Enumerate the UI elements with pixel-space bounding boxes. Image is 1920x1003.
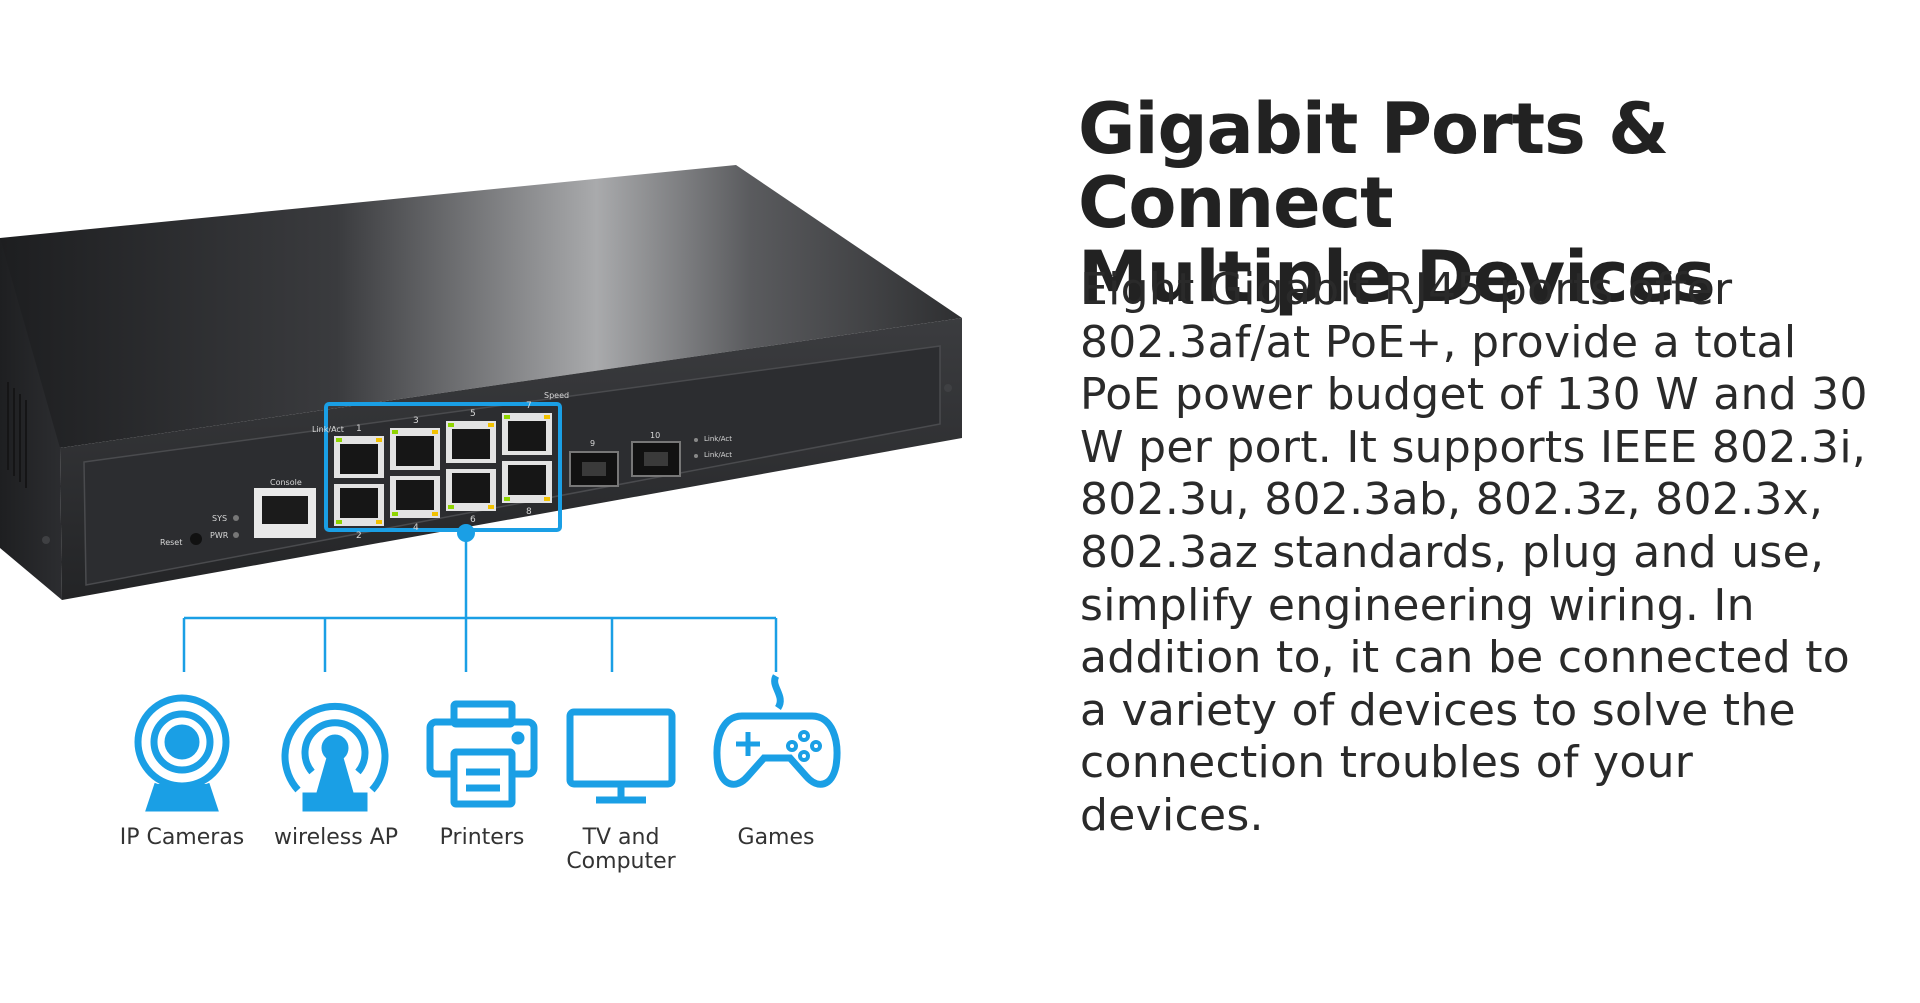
rj45-port-group-highlight	[324, 402, 562, 532]
description-paragraph: Eight Gigabit RJ45 ports offer 802.3af/a…	[1080, 264, 1868, 841]
side-vents	[7, 382, 27, 488]
device-label-printers: Printers	[439, 825, 525, 850]
device-label-games: Games	[737, 825, 815, 850]
device-label-wireless-ap: wireless AP	[273, 825, 399, 850]
pwr-led-label: PWR	[210, 531, 229, 540]
connection-node-dot	[457, 524, 475, 542]
speed-label: Speed	[544, 391, 569, 400]
monitor-icon	[566, 708, 676, 804]
port-number-8: 8	[526, 507, 532, 517]
console-port-socket	[262, 496, 308, 524]
port-number-6: 6	[470, 515, 476, 525]
sfp-number-10: 10	[650, 431, 660, 440]
rj45-ports-top-row	[334, 413, 552, 478]
network-switch-illustration: Reset SYS PWR Console Link/Act Speed	[0, 165, 962, 812]
port-number-4: 4	[413, 523, 419, 533]
switch-side-panel	[0, 238, 62, 600]
port-number-5: 5	[470, 409, 476, 419]
device-label-tv-and-computer: TV and Computer	[566, 825, 676, 874]
port-number-2: 2	[356, 531, 362, 541]
connection-lines	[182, 535, 778, 672]
device-label-ip-cameras: IP Cameras	[119, 825, 245, 850]
sfp-number-9: 9	[590, 439, 595, 448]
sys-led-label: SYS	[212, 514, 227, 523]
link-act-label: Link/Act	[312, 425, 344, 434]
switch-top-surface	[0, 165, 962, 448]
headline-line-2: Multiple Devices	[1078, 236, 1716, 318]
wireless-ap-icon	[281, 702, 389, 812]
pwr-led	[233, 532, 239, 538]
port-number-3: 3	[413, 416, 419, 426]
port-number-7: 7	[526, 401, 532, 411]
ip-camera-icon	[134, 694, 230, 812]
sfp-link-act-label-1: Link/Act	[704, 435, 732, 443]
port-number-1: 1	[356, 424, 362, 434]
console-label: Console	[270, 478, 302, 487]
sys-led	[233, 515, 239, 521]
sfp-link-act-label-2: Link/Act	[704, 451, 732, 459]
gamepad-icon	[713, 674, 841, 788]
printer-icon	[426, 700, 538, 808]
headline-line-1: Gigabit Ports & Connect	[1078, 88, 1669, 244]
reset-button[interactable]	[190, 533, 202, 545]
headline: Gigabit Ports & Connect Multiple Devices	[1078, 92, 1878, 314]
rj45-ports-bottom-row	[334, 461, 552, 526]
reset-label: Reset	[160, 538, 182, 547]
